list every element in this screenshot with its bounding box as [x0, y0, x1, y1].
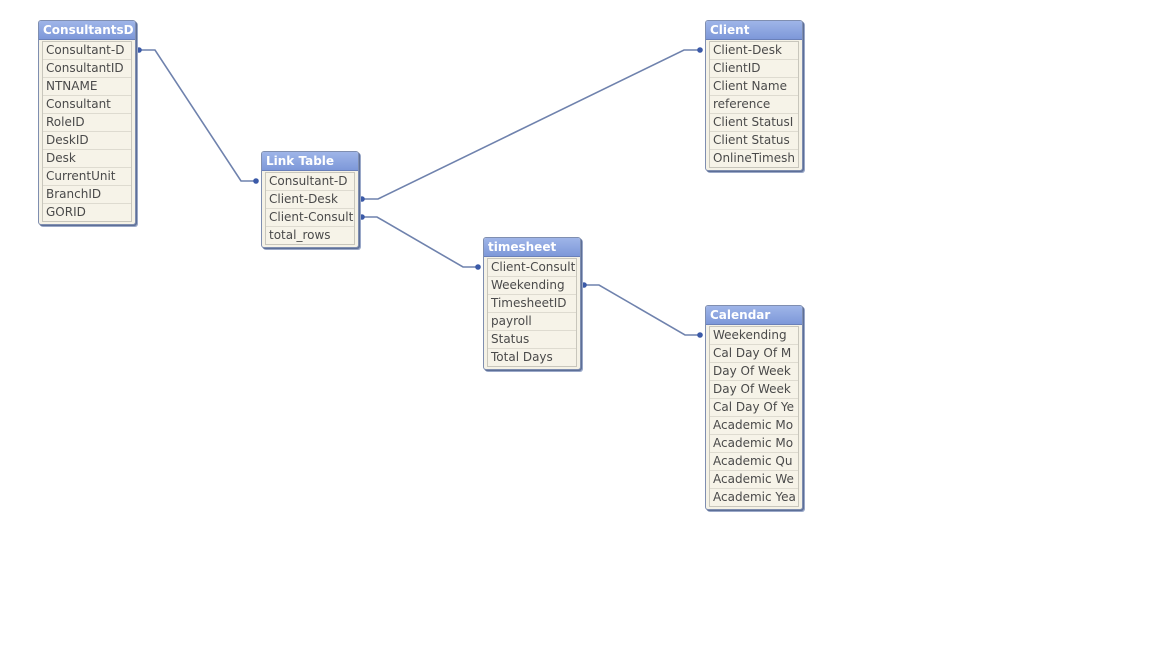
table-timesheet-fields: Client-Consult Weekending TimesheetID pa… — [487, 258, 577, 367]
table-field[interactable]: ConsultantID — [43, 60, 131, 78]
table-client-title[interactable]: Client — [706, 21, 802, 40]
link-endpoint — [697, 47, 703, 53]
link-endpoint — [581, 282, 587, 288]
table-field[interactable]: Client StatusI — [710, 114, 798, 132]
link-line-consultants-link — [139, 49, 256, 182]
link-endpoint — [359, 196, 365, 202]
table-field[interactable]: RoleID — [43, 114, 131, 132]
table-field[interactable]: Consultant-D — [43, 42, 131, 60]
link-line-timesheet-calendar — [584, 284, 700, 336]
table-field[interactable]: Day Of Week — [710, 381, 798, 399]
table-field[interactable]: Client-Consult — [488, 259, 576, 277]
table-field[interactable]: Client Status — [710, 132, 798, 150]
table-field[interactable]: Academic Mo — [710, 417, 798, 435]
table-link[interactable]: Link Table Consultant-D Client-Desk Clie… — [261, 151, 359, 248]
table-field[interactable]: Client-Consult — [266, 209, 354, 227]
table-client[interactable]: Client Client-Desk ClientID Client Name … — [705, 20, 803, 171]
table-client-fields: Client-Desk ClientID Client Name referen… — [709, 41, 799, 168]
table-field[interactable]: total_rows — [266, 227, 354, 244]
table-timesheet-title[interactable]: timesheet — [484, 238, 580, 257]
table-field[interactable]: Academic Yea — [710, 489, 798, 506]
table-field[interactable]: OnlineTimesh — [710, 150, 798, 167]
table-field[interactable]: GORID — [43, 204, 131, 221]
table-field[interactable]: Status — [488, 331, 576, 349]
table-link-title[interactable]: Link Table — [262, 152, 358, 171]
table-field[interactable]: BranchID — [43, 186, 131, 204]
table-calendar[interactable]: Calendar Weekending Cal Day Of M Day Of … — [705, 305, 803, 510]
table-consultants-fields: Consultant-D ConsultantID NTNAME Consult… — [42, 41, 132, 222]
table-field[interactable]: payroll — [488, 313, 576, 331]
link-line-link-client — [362, 49, 700, 200]
link-line-link-timesheet — [362, 216, 478, 268]
table-field[interactable]: Desk — [43, 150, 131, 168]
table-field[interactable]: Academic Mo — [710, 435, 798, 453]
table-field[interactable]: Consultant — [43, 96, 131, 114]
link-endpoint — [475, 264, 481, 270]
table-field[interactable]: Weekending — [710, 327, 798, 345]
link-endpoint — [697, 332, 703, 338]
table-consultants[interactable]: ConsultantsD Consultant-D ConsultantID N… — [38, 20, 136, 225]
table-field[interactable]: Client Name — [710, 78, 798, 96]
table-field[interactable]: reference — [710, 96, 798, 114]
table-field[interactable]: ClientID — [710, 60, 798, 78]
table-field[interactable]: Client-Desk — [266, 191, 354, 209]
table-field[interactable]: Total Days — [488, 349, 576, 366]
table-consultants-title[interactable]: ConsultantsD — [39, 21, 135, 40]
table-field[interactable]: TimesheetID — [488, 295, 576, 313]
table-timesheet[interactable]: timesheet Client-Consult Weekending Time… — [483, 237, 581, 370]
table-field[interactable]: Cal Day Of M — [710, 345, 798, 363]
table-field[interactable]: Academic We — [710, 471, 798, 489]
table-calendar-title[interactable]: Calendar — [706, 306, 802, 325]
table-field[interactable]: Consultant-D — [266, 173, 354, 191]
link-endpoint — [253, 178, 259, 184]
table-link-fields: Consultant-D Client-Desk Client-Consult … — [265, 172, 355, 245]
table-field[interactable]: Day Of Week — [710, 363, 798, 381]
table-field[interactable]: CurrentUnit — [43, 168, 131, 186]
table-calendar-fields: Weekending Cal Day Of M Day Of Week Day … — [709, 326, 799, 507]
link-endpoint — [136, 47, 142, 53]
table-field[interactable]: Academic Qu — [710, 453, 798, 471]
table-field[interactable]: Weekending — [488, 277, 576, 295]
table-field[interactable]: DeskID — [43, 132, 131, 150]
table-field[interactable]: Cal Day Of Ye — [710, 399, 798, 417]
table-field[interactable]: NTNAME — [43, 78, 131, 96]
link-endpoint — [359, 214, 365, 220]
table-field[interactable]: Client-Desk — [710, 42, 798, 60]
